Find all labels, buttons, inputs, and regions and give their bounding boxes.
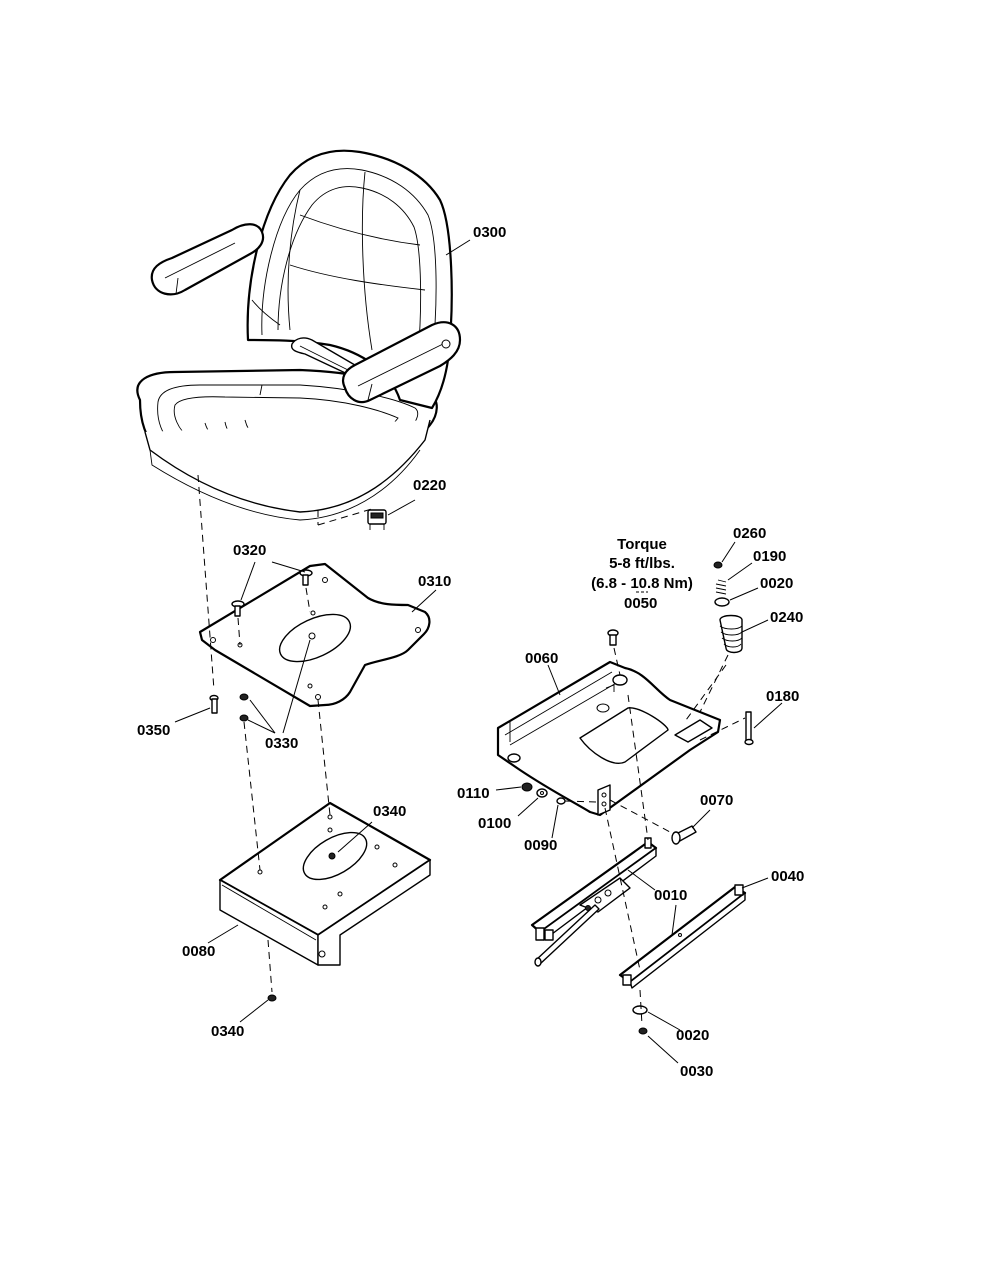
pivot-washer[interactable] xyxy=(536,788,548,798)
callout-0020-top: 0020 xyxy=(760,575,793,592)
pivot-bushing[interactable] xyxy=(556,797,566,805)
compression-spring[interactable] xyxy=(715,579,727,595)
callout-0110: 0110 xyxy=(457,785,490,802)
callout-labels: 0300 0220 0320 0310 0350 0330 0340 0080 … xyxy=(137,224,804,1080)
callout-0180: 0180 xyxy=(766,688,799,705)
seat-slide-rail-with-lever[interactable] xyxy=(530,837,658,967)
flat-washer[interactable] xyxy=(714,597,730,607)
seat-support-bracket[interactable] xyxy=(218,801,432,966)
callout-0310: 0310 xyxy=(418,573,451,590)
callout-0260: 0260 xyxy=(733,525,766,542)
hex-bolt[interactable] xyxy=(607,629,619,646)
callout-0320: 0320 xyxy=(233,542,266,559)
callout-0240: 0240 xyxy=(770,609,803,626)
lock-nut[interactable] xyxy=(267,994,277,1002)
torque-value-metric: (6.8 - 10.8 Nm) xyxy=(591,575,693,592)
callout-0040: 0040 xyxy=(771,868,804,885)
torque-title: Torque xyxy=(617,536,667,553)
torque-note: Torque 5-8 ft/lbs. (6.8 - 10.8 Nm) xyxy=(591,536,693,593)
callout-0010: 0010 xyxy=(654,887,687,904)
assembly-alignment-lines xyxy=(197,474,746,1026)
slide-mounting-plate[interactable] xyxy=(496,660,722,817)
lock-nut[interactable] xyxy=(638,1027,648,1035)
callout-0190: 0190 xyxy=(753,548,786,565)
callout-0220: 0220 xyxy=(413,477,446,494)
lock-nut[interactable] xyxy=(239,693,249,722)
callout-0340-bottom: 0340 xyxy=(211,1023,244,1040)
cone-spring[interactable] xyxy=(719,614,743,654)
seat-switch[interactable] xyxy=(367,509,387,530)
seat-assembly[interactable] xyxy=(136,149,462,521)
seat-slide-rail[interactable] xyxy=(618,884,747,989)
callout-0070: 0070 xyxy=(700,792,733,809)
callout-0080: 0080 xyxy=(182,943,215,960)
seat-mounting-plate[interactable] xyxy=(198,562,431,708)
pivot-nut[interactable] xyxy=(521,782,533,792)
callout-0050: 0050 xyxy=(624,595,657,612)
lock-nut[interactable] xyxy=(713,561,723,569)
callout-0340-top: 0340 xyxy=(373,803,406,820)
seat-bolt[interactable] xyxy=(231,600,245,617)
flat-washer[interactable] xyxy=(632,1005,648,1015)
callout-0020-bottom: 0020 xyxy=(676,1027,709,1044)
pivot-pin[interactable] xyxy=(744,711,754,746)
shoulder-bolt[interactable] xyxy=(671,825,697,845)
callout-0330: 0330 xyxy=(265,735,298,752)
callout-0350: 0350 xyxy=(137,722,170,739)
callout-0090: 0090 xyxy=(524,837,557,854)
carriage-bolt[interactable] xyxy=(209,694,219,714)
callout-0060: 0060 xyxy=(525,650,558,667)
callout-0030: 0030 xyxy=(680,1063,713,1080)
callout-0100: 0100 xyxy=(478,815,511,832)
callout-leaders xyxy=(174,239,783,1064)
callout-0300: 0300 xyxy=(473,224,506,241)
torque-value-imperial: 5-8 ft/lbs. xyxy=(609,555,675,572)
